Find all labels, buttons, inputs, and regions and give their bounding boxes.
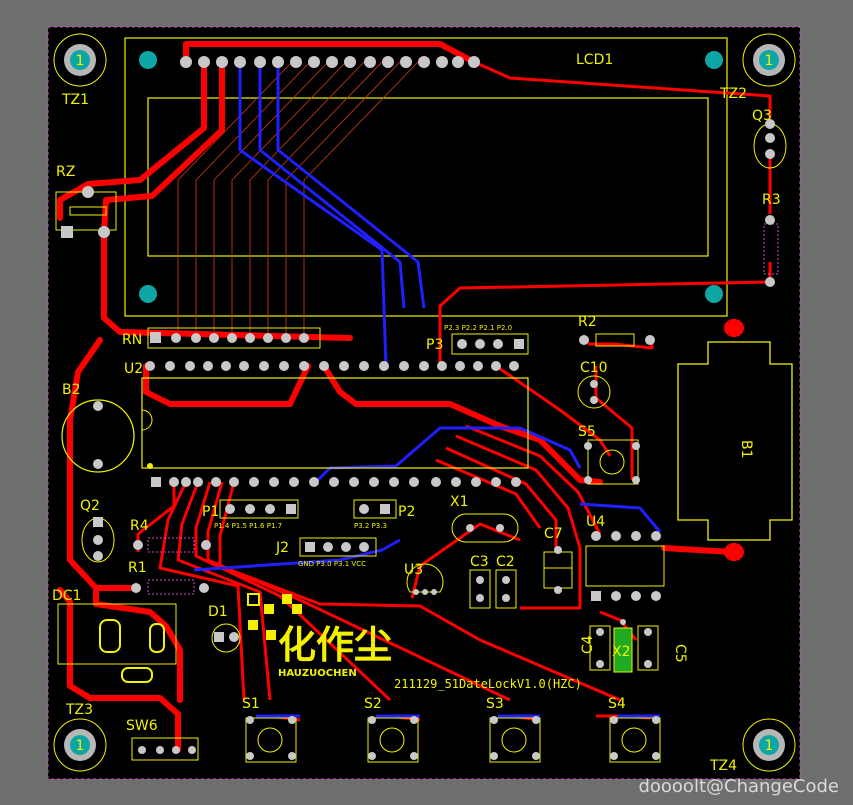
r2-footprint — [595, 333, 635, 347]
label-b1: B1 — [738, 440, 754, 459]
label-c5: C5 — [672, 644, 688, 663]
label-p3: P3 — [426, 337, 443, 353]
p2-pin-labels: P3.2 P3.3 — [354, 522, 387, 530]
label-c2: C2 — [496, 554, 515, 570]
lcd-fanout-traces — [177, 61, 419, 338]
mount-hole-label: 1 — [76, 738, 85, 754]
label-rn: RN — [122, 332, 142, 348]
label-q2: Q2 — [80, 498, 100, 514]
label-r1: R1 — [128, 560, 147, 576]
label-s3: S3 — [486, 696, 504, 712]
label-j2: J2 — [275, 540, 289, 556]
r4-footprint — [147, 537, 195, 553]
c2-footprint — [495, 569, 517, 609]
sw6-switch — [131, 737, 199, 761]
label-lcd1: LCD1 — [576, 52, 613, 68]
lcd-mount — [139, 285, 157, 303]
u3-footprint — [406, 563, 444, 593]
logo-blocks — [247, 593, 302, 640]
label-q3: Q3 — [752, 108, 772, 124]
watermark: doooolt@ChangeCode — [638, 776, 839, 797]
d1-led — [211, 623, 241, 653]
x1-crystal — [451, 513, 519, 543]
rn-footprint — [147, 327, 321, 349]
dc1-jack — [57, 603, 177, 665]
j2-pin-labels: GND P3.0 P3.1 VCC — [298, 560, 366, 568]
label-c10: C10 — [580, 360, 608, 376]
lcd-header — [180, 56, 480, 68]
b2-buzzer — [61, 399, 135, 473]
lcd-mount — [705, 51, 723, 69]
j2-footprint — [299, 537, 377, 557]
label-u2: U2 — [124, 361, 143, 377]
switches — [245, 717, 661, 763]
mount-holes — [53, 33, 796, 772]
label-c3: C3 — [470, 554, 489, 570]
logo-chinese: 化作尘 — [278, 623, 392, 667]
p3-pin-labels: P2.3 P2.2 P2.1 P2.0 — [444, 324, 512, 332]
lcd-mount — [705, 285, 723, 303]
label-tz3: TZ3 — [65, 702, 93, 718]
s5-switch — [587, 439, 639, 485]
x2-crystal — [613, 627, 633, 673]
label-r2: R2 — [578, 314, 597, 330]
c3-footprint — [469, 569, 491, 609]
label-r4: R4 — [130, 518, 149, 534]
label-dc1: DC1 — [52, 588, 81, 604]
label-rz: RZ — [56, 164, 75, 180]
mount-hole-label: 1 — [76, 53, 85, 69]
p1-footprint — [219, 499, 299, 519]
version-label: 211129_51DateLockV1.0(HZC) — [394, 677, 582, 691]
label-p2: P2 — [398, 504, 415, 520]
u2-pins-top — [145, 361, 519, 371]
label-p1: P1 — [202, 504, 219, 520]
label-c7: C7 — [544, 526, 563, 542]
u2-pins-bottom — [151, 477, 521, 487]
label-r3: R3 — [762, 192, 781, 208]
p3-footprint — [451, 333, 529, 355]
c5-footprint — [637, 625, 659, 671]
label-s2: S2 — [364, 696, 382, 712]
label-c4: C4 — [580, 635, 596, 654]
label-tz2: TZ2 — [719, 86, 747, 102]
label-x2: X2 — [612, 644, 631, 660]
logo-english: HAUZUOCHEN — [278, 668, 357, 679]
p2-footprint — [353, 499, 397, 519]
lcd-outline — [124, 37, 728, 317]
label-tz4: TZ4 — [709, 758, 737, 774]
label-u4: U4 — [586, 514, 605, 530]
p1-pin-labels: P1.4 P1.5 P1.6 P1.7 — [214, 522, 282, 530]
mount-hole-label: 1 — [765, 738, 774, 754]
label-d1: D1 — [208, 604, 228, 620]
c10-footprint — [577, 375, 611, 409]
mount-hole-label: 1 — [765, 53, 774, 69]
u2-footprint — [141, 377, 529, 469]
u4-footprint — [585, 545, 665, 587]
c4-footprint — [589, 625, 611, 671]
label-x1: X1 — [450, 494, 469, 510]
r1-footprint — [147, 579, 195, 595]
label-s5: S5 — [578, 424, 596, 440]
label-tz1: TZ1 — [61, 92, 89, 108]
lcd-mount — [139, 51, 157, 69]
b1-holder — [677, 341, 793, 541]
label-s1: S1 — [242, 696, 260, 712]
label-u3: U3 — [404, 562, 423, 578]
label-sw6: SW6 — [126, 718, 158, 734]
label-s4: S4 — [608, 696, 626, 712]
label-b2: B2 — [62, 382, 81, 398]
